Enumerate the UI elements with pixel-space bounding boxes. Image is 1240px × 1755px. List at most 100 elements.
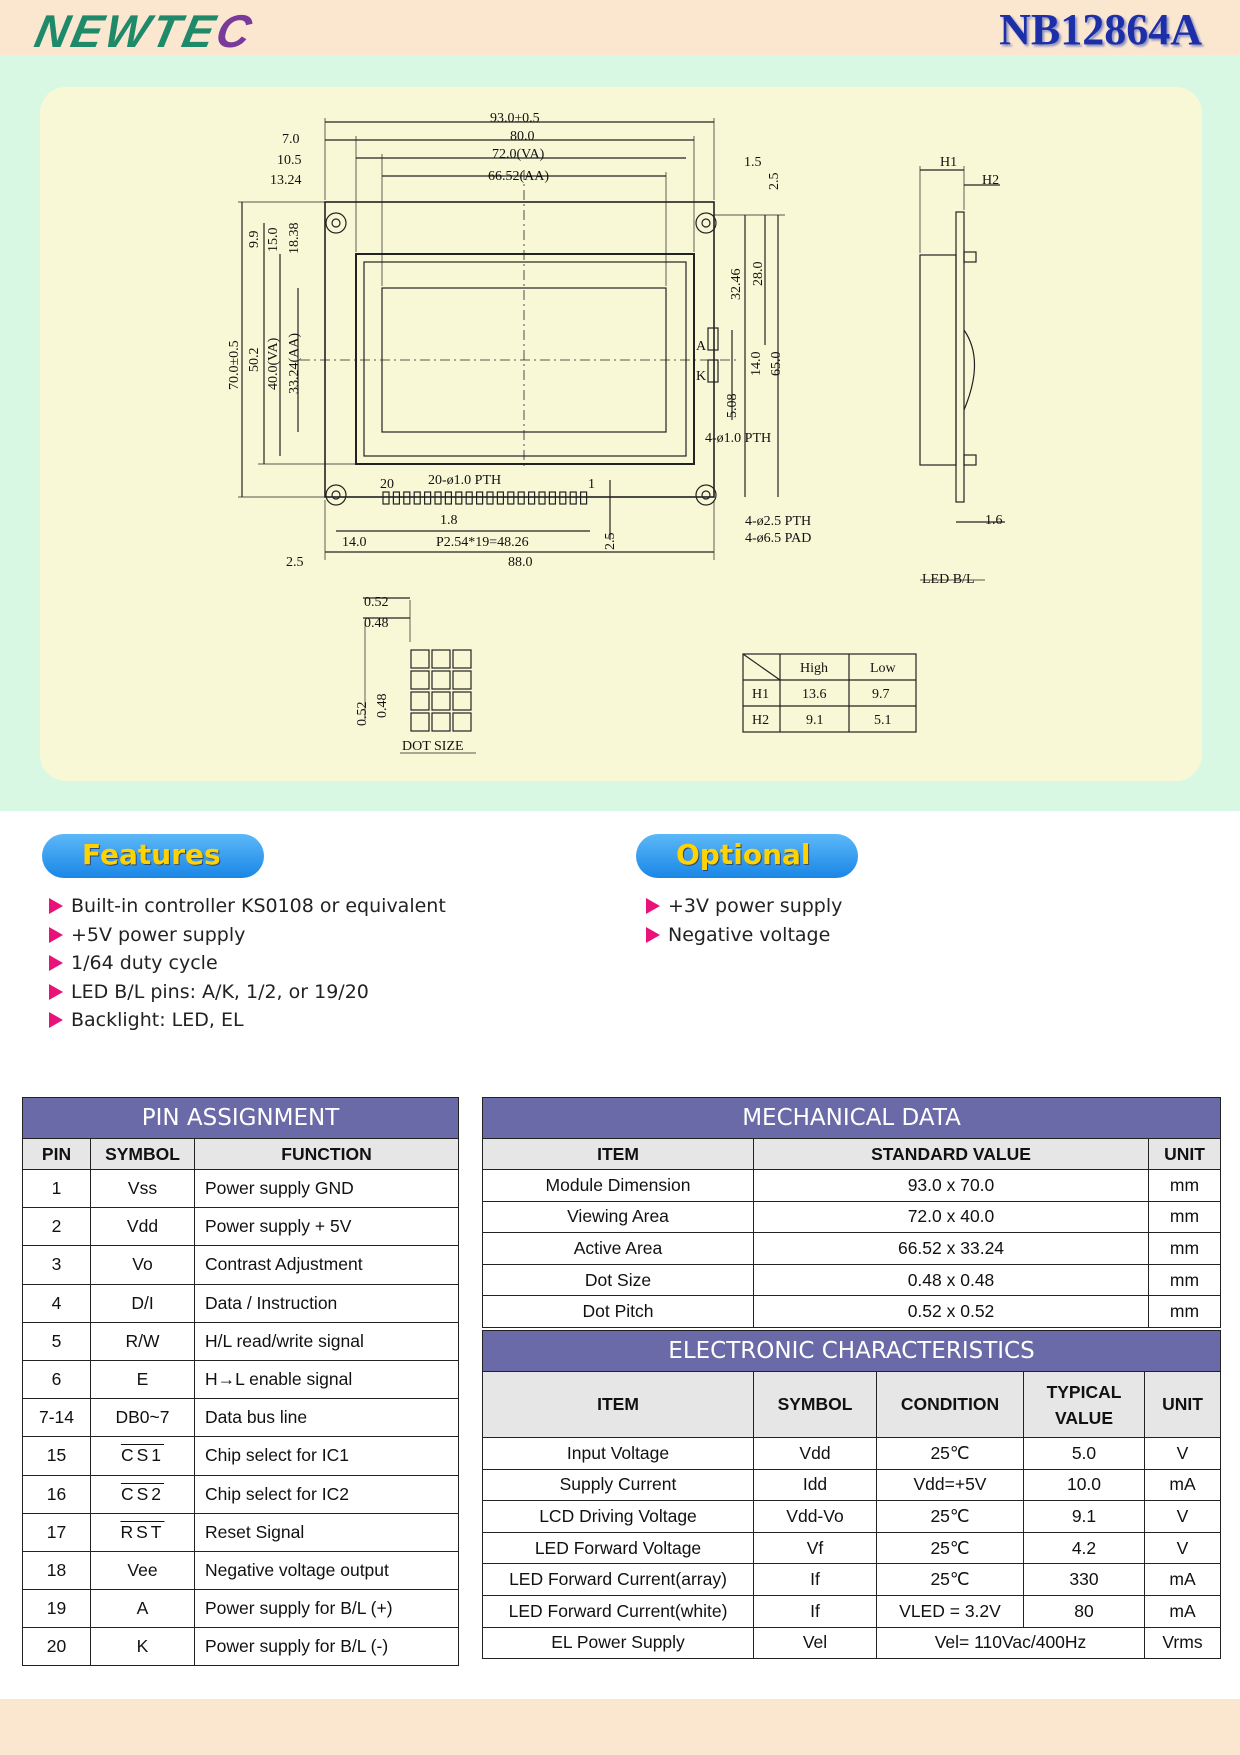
table-cell: 0.52 x 0.52: [753, 1295, 1149, 1328]
features-heading: Features: [42, 834, 264, 878]
dim-label: 0.48: [364, 616, 389, 631]
table-cell: Dot Pitch: [482, 1295, 754, 1328]
dot-size-label: DOT SIZE: [402, 739, 464, 754]
pin-hole: [548, 491, 557, 505]
table-cell: 10.0: [1023, 1468, 1145, 1502]
table-cell: CS1: [90, 1436, 195, 1476]
table-cell: 80: [1023, 1594, 1145, 1628]
hl-col-low: Low: [870, 661, 897, 676]
table-cell: 2: [22, 1207, 91, 1247]
table-cell: 4.2: [1023, 1531, 1145, 1565]
dim-label: 4-ø6.5 PAD: [745, 531, 811, 546]
table-cell: Viewing Area: [482, 1200, 754, 1234]
column-header: STANDARD VALUE: [753, 1138, 1149, 1170]
features-list: Built-in controller KS0108 or equivalent…: [47, 892, 446, 1035]
dim-label: 20-ø1.0 PTH: [428, 473, 501, 488]
table-cell: 66.52 x 33.24: [753, 1232, 1149, 1265]
lcd-frame: [355, 253, 695, 465]
dim-label: 2.5: [767, 173, 782, 191]
bullet-icon: [646, 926, 660, 943]
hl-cell: 9.1: [806, 713, 824, 728]
dim-label: 80.0: [510, 129, 535, 144]
side-view-backlight: [963, 329, 976, 411]
table-cell: Vel: [753, 1626, 877, 1659]
pin-hole: [382, 491, 390, 505]
table-title: MECHANICAL DATA: [482, 1097, 1221, 1139]
table-cell: Contrast Adjustment: [194, 1245, 459, 1285]
pin-hole: [424, 491, 432, 505]
table-cell: Data bus line: [194, 1398, 459, 1438]
bullet-icon: [49, 926, 63, 943]
footer-bar: [0, 1699, 1240, 1755]
hl-col-high: High: [800, 661, 828, 676]
table-cell: 20: [22, 1627, 91, 1667]
pin-hole: [559, 491, 567, 505]
table-cell: mm: [1148, 1263, 1221, 1297]
table-cell: EL Power Supply: [482, 1626, 754, 1659]
table-cell: V: [1144, 1500, 1221, 1533]
bullet-icon: [49, 983, 63, 1000]
dot-size-grid: [410, 649, 472, 732]
table-cell: Dot Size: [482, 1263, 754, 1297]
dot-cell: [410, 649, 430, 669]
dot-cell: [431, 670, 451, 690]
table-cell: mm: [1148, 1295, 1221, 1328]
dim-label: 1.5: [744, 155, 762, 170]
table-cell: 4: [22, 1283, 91, 1323]
pin-hole: [465, 491, 473, 505]
lcd-inner-frame: [363, 261, 687, 457]
table-cell: Vee: [90, 1550, 195, 1591]
table-cell: Idd: [753, 1468, 877, 1502]
side-view-body: [919, 254, 957, 466]
led-bl-label: LED B/L: [922, 572, 975, 587]
table-cell: 93.0 x 70.0: [753, 1169, 1149, 1202]
column-header: UNIT: [1148, 1138, 1221, 1170]
dot-cell: [431, 691, 451, 711]
bullet-icon: [49, 898, 63, 914]
dim-label: 13.24: [270, 173, 302, 188]
pin-hole: [434, 491, 442, 505]
bullet-icon: [49, 955, 63, 972]
pin-header: [382, 491, 588, 505]
table-cell: 25℃: [876, 1563, 1024, 1596]
table-cell: Negative voltage output: [194, 1550, 459, 1591]
pin-hole: [476, 491, 484, 505]
table-cell: 72.0 x 40.0: [753, 1200, 1149, 1234]
column-header: TYPICAL VALUE: [1023, 1371, 1145, 1438]
pin-label-k: K: [696, 369, 706, 384]
column-header: UNIT: [1144, 1371, 1221, 1438]
table-cell: CS2: [90, 1474, 195, 1514]
pin-hole: [444, 491, 452, 505]
bullet-icon: [646, 898, 660, 914]
hl-cell: 9.7: [872, 687, 890, 702]
electronic-characteristics-table: ELECTRONIC CHARACTERISTICS ITEM SYMBOL C…: [482, 1330, 1221, 1659]
dim-label: 33.24(AA): [287, 333, 302, 394]
table-cell: If: [753, 1594, 877, 1628]
pin-hole: [507, 491, 515, 505]
mounting-hole: [695, 212, 717, 234]
dot-cell: [410, 712, 430, 732]
optional-list: +3V power supply Negative voltage: [644, 892, 842, 949]
table-cell: mA: [1144, 1563, 1221, 1596]
table-cell: Active Area: [482, 1232, 754, 1265]
pin-hole: [517, 491, 525, 505]
pin-hole: [455, 491, 463, 505]
table-cell: H→L enable signal: [194, 1359, 459, 1400]
table-cell: LED Forward Current(array): [482, 1563, 754, 1596]
hl-row-label: H1: [752, 687, 769, 702]
table-cell: 17: [22, 1512, 91, 1552]
list-item: Built-in controller KS0108 or equivalent: [47, 892, 446, 921]
dot-cell: [452, 649, 472, 669]
table-cell: 19: [22, 1589, 91, 1629]
bullet-icon: [49, 1012, 63, 1029]
table-cell: 25℃: [876, 1437, 1024, 1470]
